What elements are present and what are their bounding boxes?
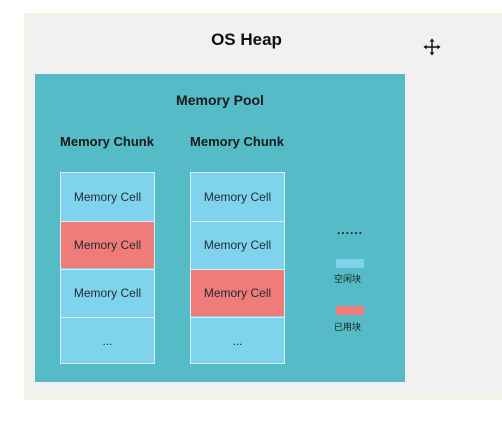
memory-cell: Memory Cell [61,173,154,220]
memory-cell: Memory Cell [61,269,154,316]
legend-free-swatch [336,259,364,268]
more-chunks-ellipsis: ...... [337,223,364,237]
memory-chunk: Memory Cell Memory Cell Memory Cell ... [190,172,285,364]
memory-cell: Memory Cell [191,221,284,268]
memory-cell-ellipsis: ... [61,317,154,363]
chunk-title: Memory Chunk [190,134,284,149]
memory-cell: Memory Cell [61,221,154,268]
legend-used-swatch [336,306,364,315]
legend-free-label: 空闲块 [334,274,362,284]
memory-cell: Memory Cell [191,173,284,220]
memory-cell-ellipsis: ... [191,317,284,363]
heap-title: OS Heap [211,30,282,49]
pool-title: Memory Pool [176,92,264,108]
legend-used-label: 已用块 [334,322,362,332]
memory-chunk: Memory Cell Memory Cell Memory Cell ... [60,172,155,364]
move-arrows-icon[interactable] [423,38,441,56]
chunk-title: Memory Chunk [60,134,154,149]
memory-cell: Memory Cell [191,269,284,316]
